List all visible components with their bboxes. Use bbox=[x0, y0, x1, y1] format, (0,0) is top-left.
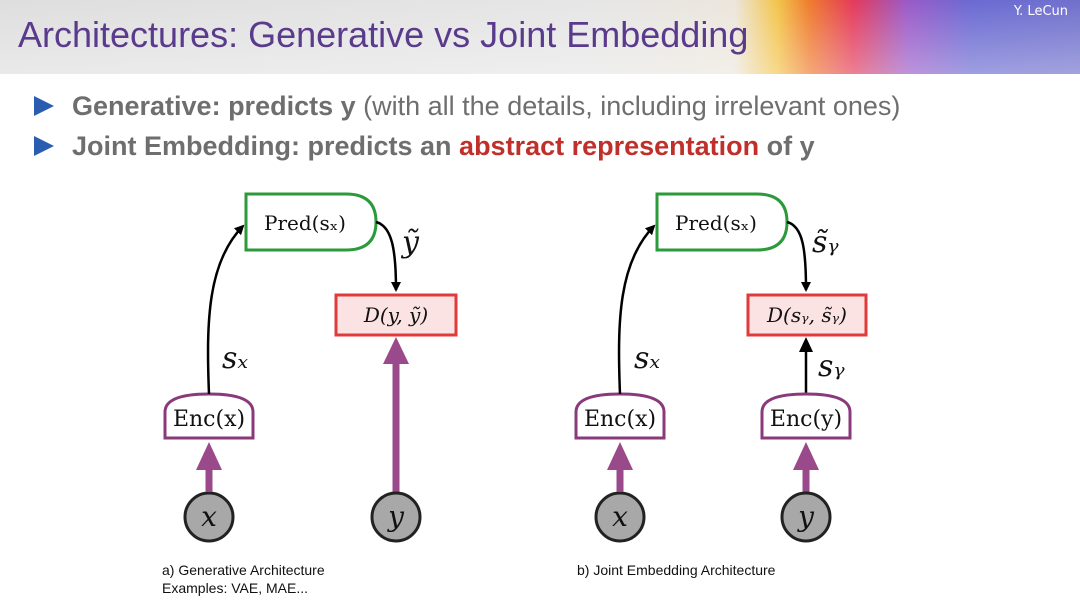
encoder-x-box bbox=[163, 392, 255, 440]
sx-label: sₓ bbox=[222, 341, 248, 376]
bullet-joint-bold: Joint Embedding: predicts an bbox=[72, 130, 452, 161]
y-tilde-label: ỹ bbox=[400, 225, 420, 260]
energy-label: D(y, ỹ) bbox=[363, 303, 428, 327]
y-to-energy-arrowhead bbox=[383, 337, 409, 364]
jepa-energy-box bbox=[746, 293, 868, 337]
jepa-sy-label: sᵧ bbox=[818, 349, 845, 384]
bullet-generative: Generative: predicts y (with all the det… bbox=[34, 86, 1074, 126]
bullet-joint-tail: of y bbox=[766, 130, 815, 161]
x-input-label: x bbox=[201, 500, 217, 533]
caption-generative-line1: a) Generative Architecture bbox=[162, 562, 325, 578]
predictor-label: Pred(sₓ) bbox=[264, 211, 346, 235]
bullet-generative-rest: (with all the details, including irrelev… bbox=[363, 90, 901, 121]
jepa-x-input-node bbox=[594, 491, 646, 543]
page-title: Architectures: Generative vs Joint Embed… bbox=[18, 14, 749, 55]
predictor-to-energy-arrow bbox=[375, 220, 401, 292]
jepa-encoder-y-label: Enc(y) bbox=[770, 407, 842, 432]
jepa-encoder-to-predictor-arrow bbox=[617, 224, 656, 395]
jepa-sx-label: sₓ bbox=[634, 341, 660, 376]
y-input-node bbox=[370, 491, 422, 543]
generative-architecture: x Enc(x) sₓ Pred(sₓ) ỹ D(y, ỹ) y bbox=[163, 192, 458, 543]
jepa-sy-tilde-label: s̃ᵧ bbox=[812, 225, 839, 260]
jepa-encoder-y-box bbox=[760, 392, 852, 440]
bullet-arrow-icon bbox=[34, 96, 54, 116]
jepa-x-input-label: x bbox=[612, 500, 628, 533]
caption-generative-line2: Examples: VAE, MAE... bbox=[162, 580, 309, 596]
encoder-to-predictor-arrow bbox=[206, 224, 245, 395]
jepa-encoder-y-to-energy-arrowhead bbox=[799, 337, 813, 352]
caption-joint-line1: b) Joint Embedding Architecture bbox=[577, 562, 776, 578]
energy-box bbox=[334, 293, 458, 337]
encoder-x-label: Enc(x) bbox=[173, 407, 245, 432]
jepa-encoder-x-label: Enc(x) bbox=[584, 407, 656, 432]
x-to-encoder-arrowhead bbox=[196, 442, 222, 470]
header-background bbox=[0, 0, 1080, 74]
jepa-encoder-x-box bbox=[574, 392, 666, 440]
y-input-label: y bbox=[386, 500, 405, 533]
joint-embedding-architecture: x Enc(x) sₓ Pred(sₓ) s̃ᵧ D(sᵧ, s̃ᵧ) sᵧ E… bbox=[574, 192, 868, 543]
bullet-list: Generative: predicts y (with all the det… bbox=[34, 86, 1074, 166]
jepa-y-to-encoder-arrowhead bbox=[793, 442, 819, 470]
caption-generative: a) Generative Architecture Examples: VAE… bbox=[162, 561, 325, 597]
jepa-predictor-label: Pred(sₓ) bbox=[675, 211, 757, 235]
jepa-x-to-encoder-arrowhead bbox=[607, 442, 633, 470]
jepa-predictor-to-energy-arrow bbox=[786, 220, 811, 292]
jepa-y-input-label: y bbox=[796, 500, 815, 533]
bullet-arrow-icon bbox=[34, 136, 54, 156]
x-input-node bbox=[183, 491, 235, 543]
slide-header: Architectures: Generative vs Joint Embed… bbox=[0, 0, 1080, 74]
jepa-y-input-node bbox=[780, 491, 832, 543]
bullet-joint-embedding: Joint Embedding: predicts an abstract re… bbox=[34, 126, 1074, 166]
author-label: Y. LeCun bbox=[1013, 4, 1068, 19]
caption-joint-embedding: b) Joint Embedding Architecture bbox=[577, 561, 775, 579]
jepa-energy-label: D(sᵧ, s̃ᵧ) bbox=[766, 303, 847, 327]
bullet-generative-bold: Generative: predicts y bbox=[72, 90, 356, 121]
bullet-joint-highlight: abstract representation bbox=[459, 130, 760, 161]
